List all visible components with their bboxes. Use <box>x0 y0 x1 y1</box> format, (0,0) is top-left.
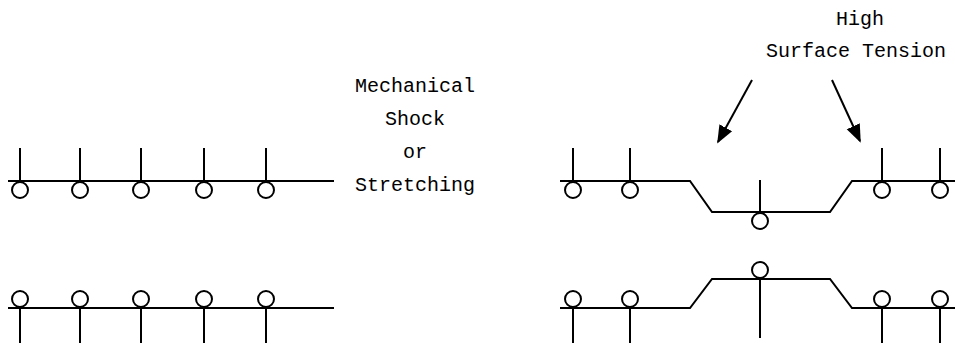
condition-label: Mechanical Shock or Stretching <box>335 70 495 202</box>
condition-label: Surface Tension <box>762 38 950 66</box>
condition-label: High <box>780 6 940 34</box>
